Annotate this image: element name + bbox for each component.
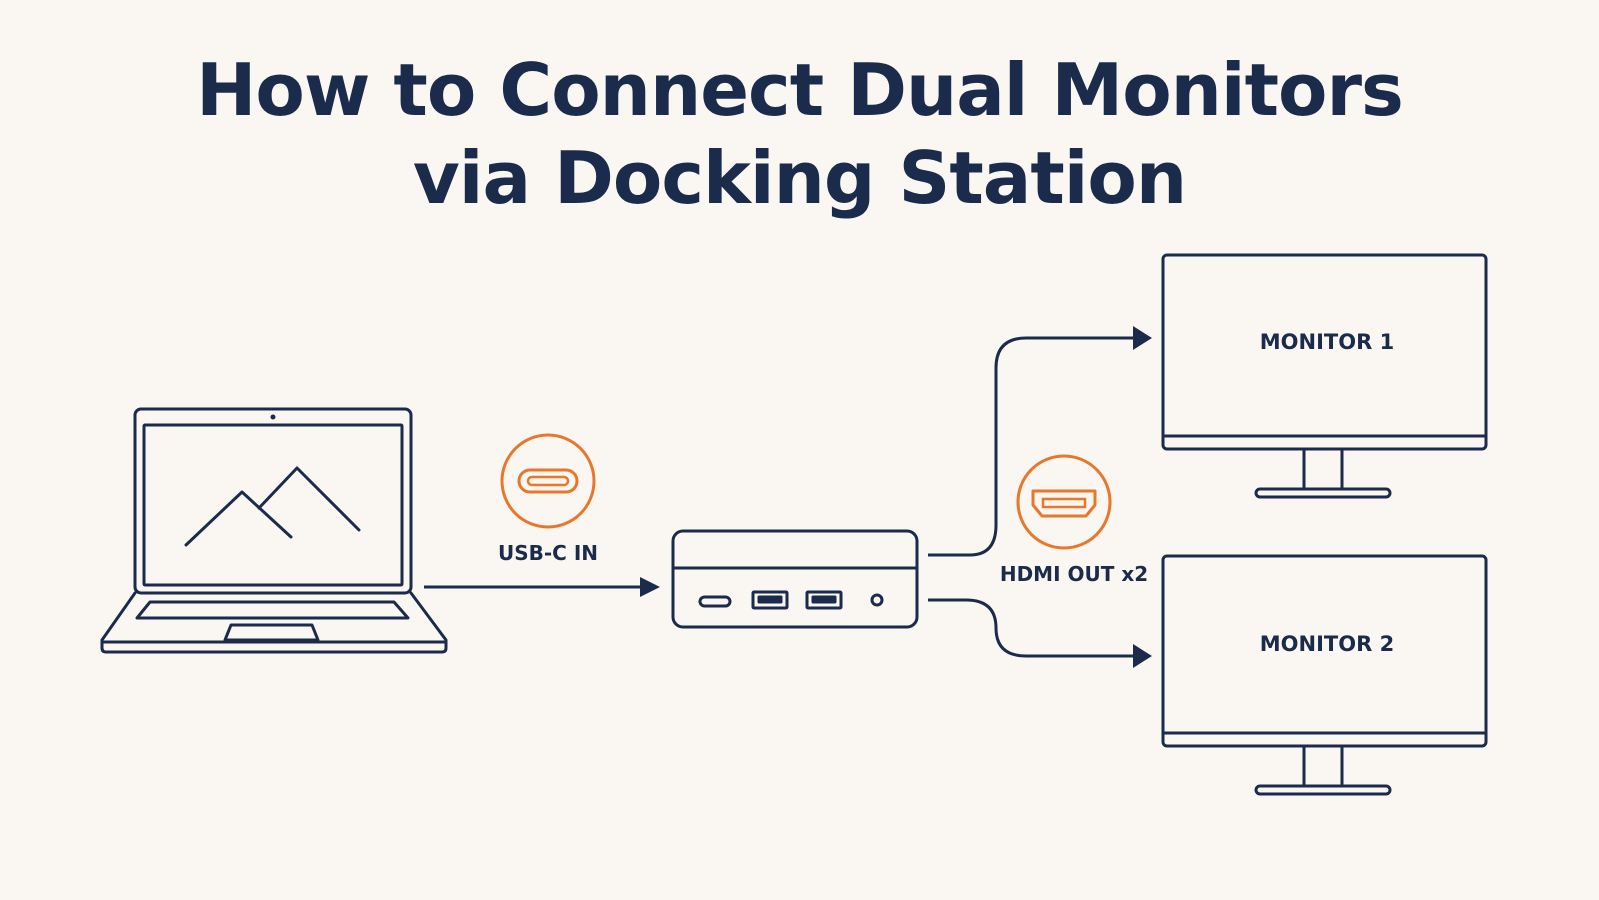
hdmi-port-icon bbox=[1016, 454, 1112, 550]
page-title: How to Connect Dual Monitors via Docking… bbox=[0, 46, 1599, 222]
hdmi-out-label: HDMI OUT x2 bbox=[1000, 562, 1148, 586]
title-line-1: How to Connect Dual Monitors bbox=[196, 48, 1404, 132]
title-line-2: via Docking Station bbox=[412, 136, 1187, 220]
monitor-icon bbox=[1161, 554, 1488, 796]
monitor-1: MONITOR 1 bbox=[1161, 253, 1488, 499]
usb-c-port-icon bbox=[500, 433, 596, 529]
monitor-icon bbox=[1161, 253, 1488, 499]
monitor-2-label: MONITOR 2 bbox=[1260, 632, 1394, 656]
laptop-icon bbox=[100, 407, 448, 654]
monitor-2: MONITOR 2 bbox=[1161, 554, 1488, 796]
hdmi-connection-arrow-monitor-2 bbox=[928, 598, 1135, 658]
hdmi-connection-arrow-monitor-1 bbox=[928, 336, 1135, 557]
docking-station-icon bbox=[671, 529, 919, 629]
monitor-1-label: MONITOR 1 bbox=[1260, 330, 1394, 354]
usb-c-in-label: USB-C IN bbox=[498, 541, 598, 565]
